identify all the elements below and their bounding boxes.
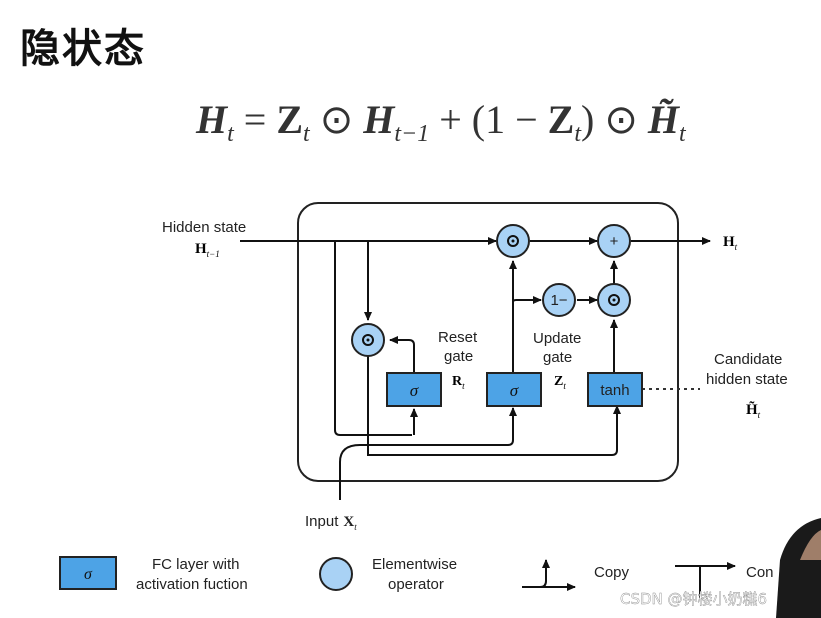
update-gate-box: σ (486, 372, 542, 407)
candidate-label-1: Candidate (714, 351, 782, 368)
legend-copy-icon (522, 559, 576, 591)
presenter-silhouette (776, 518, 821, 618)
candidate-symbol: H̃t (746, 401, 761, 420)
csdn-watermark: CSDN @钟楼小奶糕6 (620, 590, 767, 608)
update-label-2: gate (543, 349, 572, 366)
reset-label-1: Reset (438, 329, 478, 346)
svg-text:1−: 1− (550, 292, 567, 309)
svg-text:σ: σ (510, 381, 519, 400)
legend-fc-line1: FC layer with (152, 556, 240, 573)
svg-text:Ht = Zt ⊙ Ht−1 + (1 − Zt) ⊙ H̃: Ht = Zt ⊙ Ht−1 + (1 − Zt) ⊙ H̃t (195, 97, 687, 147)
candidate-label-2: hidden state (706, 371, 788, 388)
formula: Ht = Zt ⊙ Ht−1 + (1 − Zt) ⊙ H̃t (195, 97, 687, 147)
page-title: 隐状态 (20, 26, 146, 72)
op-multiply-reset (351, 323, 385, 357)
wires (240, 237, 711, 500)
reset-gate-box: σ (386, 372, 442, 407)
output-symbol: Ht (723, 234, 738, 252)
legend-elem-line2: operator (388, 576, 444, 593)
tanh-box: tanh (587, 372, 643, 407)
legend-elem-line1: Elementwise (372, 556, 457, 573)
op-multiply-top (496, 224, 530, 258)
update-label-1: Update (533, 330, 581, 347)
legend-fc-icon: σ (59, 556, 117, 590)
legend: σ FC layer with activation fuction Eleme… (59, 556, 774, 598)
svg-text:σ: σ (84, 566, 93, 583)
op-multiply-right (597, 283, 631, 317)
gru-cell-border (297, 202, 679, 482)
svg-text:tanh: tanh (600, 382, 629, 399)
update-symbol: Zt (554, 374, 566, 391)
hidden-state-symbol: Ht−1 (195, 241, 220, 259)
legend-concat-icon (675, 562, 736, 598)
reset-label-2: gate (444, 348, 473, 365)
presenter-skin (800, 530, 821, 560)
hidden-state-label: Hidden state (162, 219, 246, 236)
op-one-minus: 1− (542, 283, 576, 317)
legend-concat-label: Con (746, 564, 774, 581)
svg-text:+: + (610, 233, 619, 250)
op-add: + (597, 224, 631, 258)
legend-fc-line2: activation fuction (136, 576, 248, 593)
legend-copy-label: Copy (594, 564, 630, 581)
reset-symbol: Rt (452, 374, 465, 391)
svg-text:σ: σ (410, 381, 419, 400)
legend-elementwise-icon (319, 557, 353, 591)
